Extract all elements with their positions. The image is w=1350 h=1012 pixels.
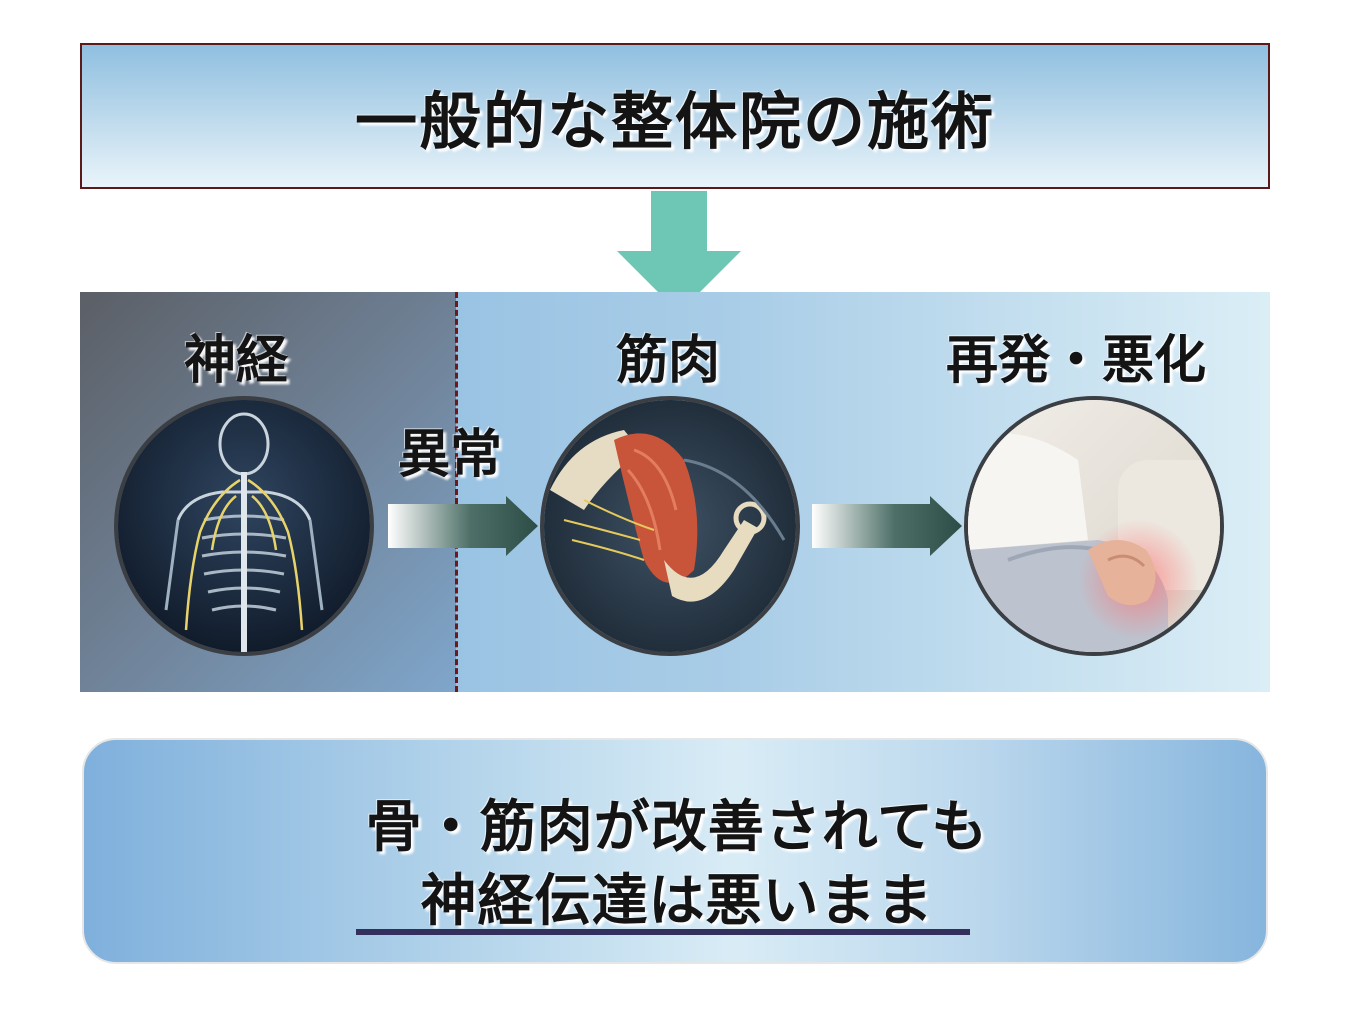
section-divider — [455, 292, 458, 692]
abnormal-label: 異常 — [398, 425, 503, 485]
down-arrow-icon — [617, 191, 741, 313]
conclusion-box: 骨・筋肉が改善されても 神経伝達は悪いまま — [82, 738, 1268, 964]
muscle-image — [540, 396, 800, 656]
conclusion-line-1: 骨・筋肉が改善されても — [365, 795, 989, 860]
nerve-label: 神経 — [184, 331, 289, 391]
relapse-label: 再発・悪化 — [946, 331, 1207, 391]
flow-arrow-icon — [388, 496, 538, 556]
knee-pain-image — [964, 396, 1224, 656]
nerve-image — [114, 396, 374, 656]
title-box: 一般的な整体院の施術 — [80, 43, 1270, 189]
conclusion-underline — [356, 929, 970, 935]
flow-arrow-icon — [812, 496, 962, 556]
muscle-label: 筋肉 — [616, 331, 721, 391]
conclusion-line-2: 神経伝達は悪いまま — [420, 869, 934, 934]
page-title: 一般的な整体院の施術 — [354, 85, 995, 158]
